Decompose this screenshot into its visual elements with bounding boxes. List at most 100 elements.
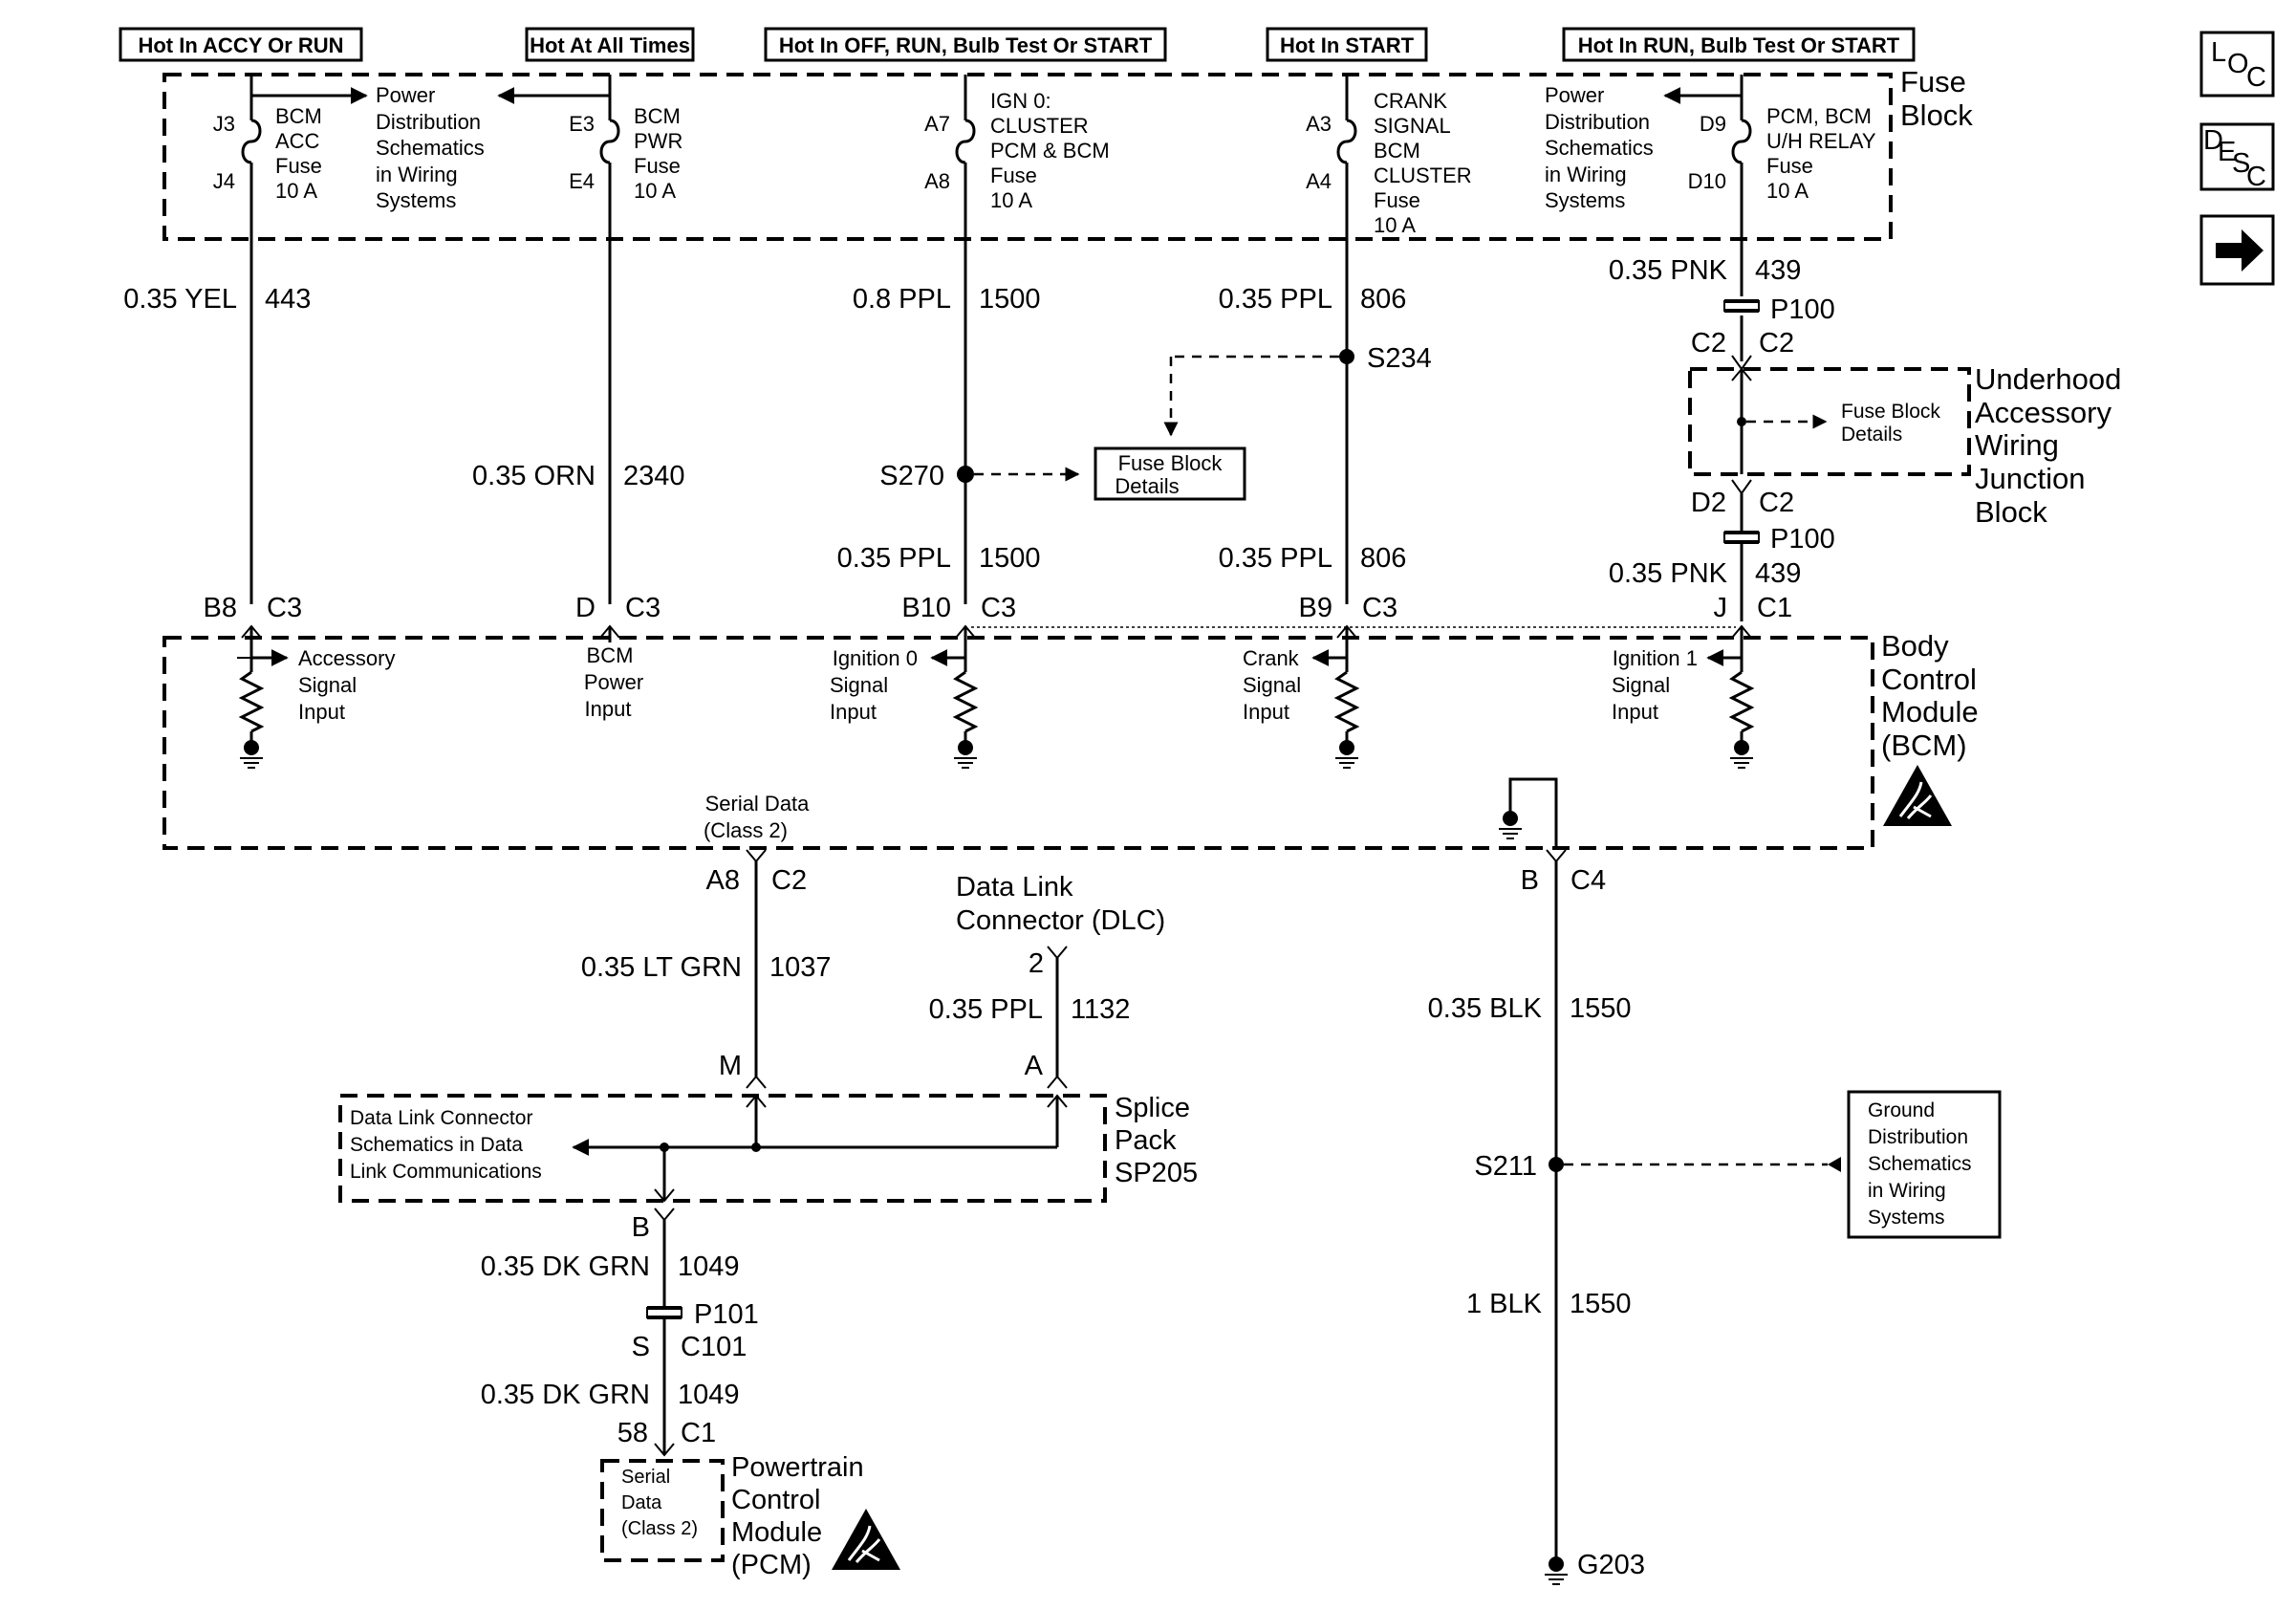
fuse-block-outline bbox=[162, 73, 1893, 241]
svg-text:O: O bbox=[2227, 49, 2249, 79]
svg-text:D: D bbox=[575, 593, 596, 623]
header-hot-all-times: Hot At All Times bbox=[525, 27, 695, 62]
svg-text:Splice: Splice bbox=[1115, 1093, 1190, 1123]
bcm-pin-j: J C1 bbox=[1714, 593, 1793, 623]
header-hot-start: Hot In START bbox=[1266, 27, 1428, 62]
svg-text:Distribution: Distribution bbox=[1868, 1126, 1968, 1148]
splice-s234: S234 bbox=[1163, 343, 1432, 437]
fuse-pcm-bcm-uh-relay: D9 D10 PCM, BCM U/H RELAY Fuse 10 A Powe… bbox=[1545, 75, 1876, 296]
fuse-block-details-ref[interactable]: Fuse Block Details bbox=[1094, 446, 1246, 501]
svg-text:0.35 PPL: 0.35 PPL bbox=[1219, 543, 1332, 574]
fuse-bcm-acc: J3 J4 BCM ACC Fuse 10 A Power Distributi… bbox=[213, 75, 485, 604]
svg-text:M: M bbox=[719, 1051, 742, 1081]
bcm-ignition0-signal-input: Ignition 0 Signal Input bbox=[830, 624, 978, 769]
wire-label-1049-upper: 0.35 DK GRN 1049 bbox=[481, 1251, 740, 1282]
header-hot-accy-run: Hot In ACCY Or RUN bbox=[119, 27, 363, 62]
svg-text:1 BLK: 1 BLK bbox=[1466, 1289, 1543, 1319]
ground-distribution-ref[interactable]: Ground Distribution Schematics in Wiring… bbox=[1847, 1090, 2002, 1239]
bcm-pin-b8: B8 C3 bbox=[204, 593, 303, 623]
svg-text:A4: A4 bbox=[1306, 169, 1332, 193]
svg-text:J4: J4 bbox=[213, 169, 235, 193]
svg-text:B8: B8 bbox=[204, 593, 237, 623]
data-link-connector-schematics-ref[interactable]: Data Link Connector Schematics in Data L… bbox=[350, 1107, 542, 1183]
svg-text:CLUSTER: CLUSTER bbox=[1374, 163, 1472, 187]
svg-text:A8: A8 bbox=[706, 865, 740, 896]
wire-label-443: 0.35 YEL 443 bbox=[123, 284, 311, 315]
svg-text:BCM: BCM bbox=[587, 643, 634, 667]
pcm-outline bbox=[600, 1459, 725, 1562]
svg-text:Accessory: Accessory bbox=[298, 646, 395, 670]
svg-text:Fuse: Fuse bbox=[275, 154, 322, 178]
svg-text:1049: 1049 bbox=[678, 1380, 740, 1410]
svg-text:10 A: 10 A bbox=[275, 179, 317, 203]
svg-text:0.35 DK GRN: 0.35 DK GRN bbox=[481, 1251, 650, 1282]
svg-text:1132: 1132 bbox=[1071, 994, 1130, 1025]
svg-text:D2: D2 bbox=[1691, 488, 1726, 518]
svg-text:L: L bbox=[2211, 37, 2226, 68]
wire-label-439-lower: 0.35 PNK 439 bbox=[1609, 558, 1802, 589]
bcm-pin-b10: B10 C3 bbox=[901, 593, 1016, 623]
bcm-title: Body Control Module (BCM) bbox=[1881, 629, 1979, 762]
svg-text:BCM: BCM bbox=[275, 104, 322, 128]
fuse-ign0-cluster-pcm-bcm: A7 A8 IGN 0: CLUSTER PCM & BCM Fuse 10 A bbox=[924, 75, 1110, 604]
svg-text:Input: Input bbox=[585, 697, 632, 721]
wire-label-806-upper: 0.35 PPL 806 bbox=[1219, 284, 1407, 315]
splice-pack-pin-a: A bbox=[1025, 1051, 1068, 1089]
bcm-power-input: BCM Power Input bbox=[584, 624, 643, 721]
svg-text:Details: Details bbox=[1841, 424, 1902, 446]
svg-text:Schematics in Data: Schematics in Data bbox=[350, 1134, 523, 1156]
svg-text:Input: Input bbox=[1243, 700, 1289, 724]
svg-text:C4: C4 bbox=[1570, 865, 1606, 896]
svg-text:E4: E4 bbox=[569, 169, 595, 193]
splice-pack-internal bbox=[572, 1094, 1068, 1203]
svg-text:2340: 2340 bbox=[623, 461, 685, 491]
svg-text:Data Link Connector: Data Link Connector bbox=[350, 1107, 532, 1129]
svg-text:J: J bbox=[1714, 593, 1728, 623]
svg-text:Junction: Junction bbox=[1975, 462, 2085, 495]
svg-text:D9: D9 bbox=[1700, 112, 1726, 136]
svg-text:Underhood: Underhood bbox=[1975, 362, 2121, 396]
underhood-junction-block-outline bbox=[1688, 367, 1971, 476]
splice-pack-outline bbox=[338, 1094, 1107, 1203]
dlc-pin-2: 2 bbox=[1029, 946, 1068, 979]
splice-pack-title: Splice Pack SP205 bbox=[1115, 1093, 1198, 1188]
svg-text:S211: S211 bbox=[1474, 1151, 1537, 1182]
svg-text:BCM: BCM bbox=[1374, 139, 1420, 163]
svg-text:0.8 PPL: 0.8 PPL bbox=[853, 284, 951, 315]
svg-text:P100: P100 bbox=[1770, 524, 1835, 555]
svg-text:B9: B9 bbox=[1299, 593, 1332, 623]
svg-text:D: D bbox=[2203, 125, 2223, 156]
loc-icon[interactable]: L O C bbox=[2199, 31, 2275, 98]
svg-text:0.35 PPL: 0.35 PPL bbox=[837, 543, 951, 574]
svg-text:E: E bbox=[2218, 137, 2236, 167]
wire-label-1037: 0.35 LT GRN 1037 bbox=[581, 952, 832, 983]
wire-label-1132: 0.35 PPL 1132 bbox=[929, 994, 1131, 1025]
svg-text:Schematics: Schematics bbox=[1868, 1153, 1972, 1175]
svg-text:Power: Power bbox=[376, 83, 435, 107]
desc-icon[interactable]: D E S C bbox=[2199, 122, 2275, 192]
wire-label-1550-upper: 0.35 BLK 1550 bbox=[1428, 993, 1632, 1024]
svg-text:Fuse Block: Fuse Block bbox=[1118, 451, 1224, 475]
svg-text:C1: C1 bbox=[1757, 593, 1792, 623]
svg-text:E3: E3 bbox=[569, 112, 595, 136]
svg-text:Connector (DLC): Connector (DLC) bbox=[956, 905, 1165, 936]
wire-label-1500-upper: 0.8 PPL 1500 bbox=[853, 284, 1041, 315]
next-arrow-icon[interactable] bbox=[2199, 214, 2275, 286]
svg-text:0.35 PPL: 0.35 PPL bbox=[929, 994, 1043, 1025]
wire-label-1550-lower: 1 BLK 1550 bbox=[1466, 1289, 1632, 1319]
bcm-outline bbox=[162, 636, 1874, 850]
svg-text:0.35 PPL: 0.35 PPL bbox=[1219, 284, 1332, 315]
p100-upper: P100 C2 C2 bbox=[1691, 294, 1835, 359]
svg-text:Fuse Block: Fuse Block bbox=[1841, 401, 1940, 423]
svg-text:Ignition 0: Ignition 0 bbox=[833, 646, 918, 670]
underhood-junction-block-title: Underhood Accessory Wiring Junction Bloc… bbox=[1975, 362, 2121, 529]
svg-text:Accessory: Accessory bbox=[1975, 396, 2112, 429]
svg-text:Fuse: Fuse bbox=[1900, 65, 1966, 98]
svg-text:B: B bbox=[632, 1212, 650, 1243]
svg-text:10 A: 10 A bbox=[634, 179, 676, 203]
pcm-title: Powertrain Control Module (PCM) bbox=[731, 1452, 864, 1580]
svg-text:Body: Body bbox=[1881, 629, 1949, 663]
header-hot-off-run-bulb-start: Hot In OFF, RUN, Bulb Test Or START bbox=[764, 27, 1167, 62]
underhood-fuse-block-details-ref[interactable]: Fuse Block Details bbox=[1841, 401, 1940, 446]
